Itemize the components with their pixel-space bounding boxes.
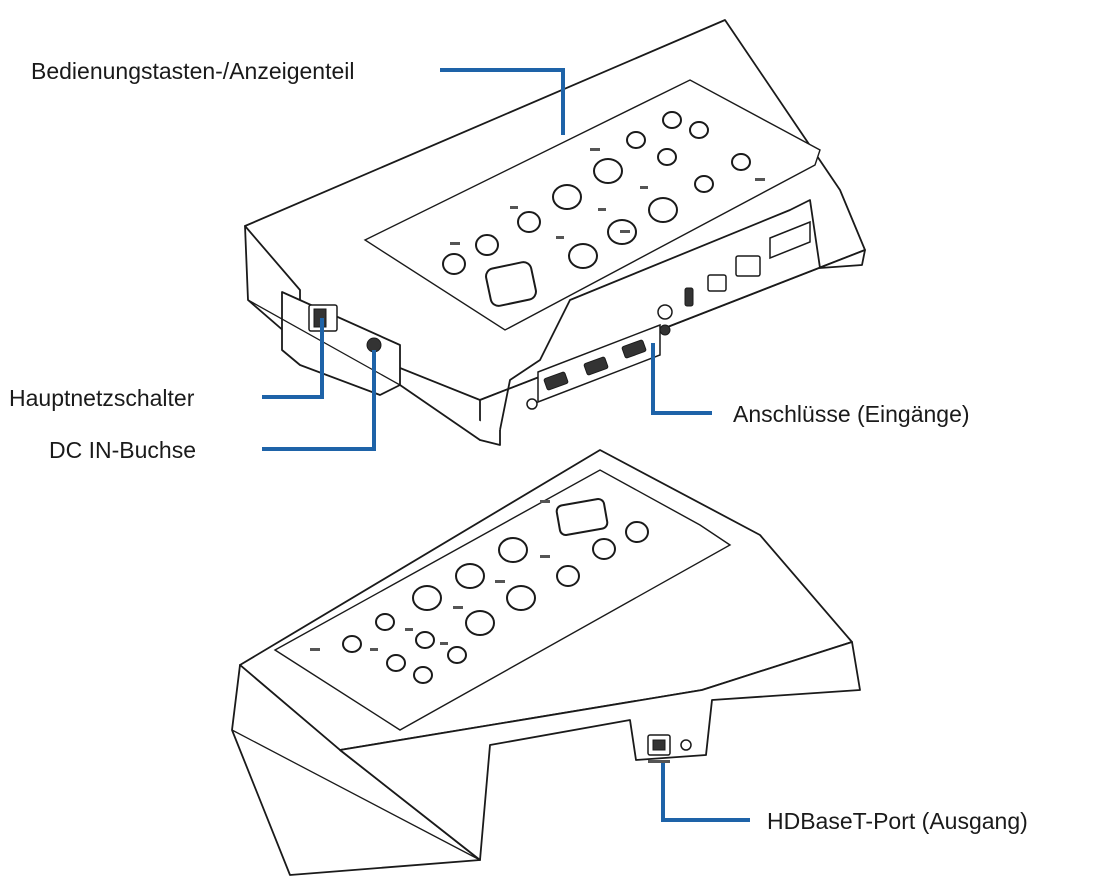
bottom-unit-front-face <box>231 664 481 876</box>
leader-lines <box>262 68 750 822</box>
leader-dc-in-jack <box>262 350 376 451</box>
bottom-unit-side-face <box>339 641 861 861</box>
top-unit-control-panel-area <box>363 79 821 331</box>
bottom-unit-buttons <box>342 498 649 684</box>
top-unit-input-connectors <box>526 220 811 410</box>
label-control-panel: Bedienungstasten-/Anzeigenteil <box>31 58 355 84</box>
top-unit-panel-markings <box>450 148 765 245</box>
label-dc-in-jack: DC IN-Buchse <box>49 437 196 463</box>
leader-main-power-switch <box>262 318 324 399</box>
leader-hdbaset-port <box>661 763 750 822</box>
label-input-connectors: Anschlüsse (Eingänge) <box>733 401 970 427</box>
leader-input-connectors <box>651 343 712 415</box>
bottom-unit-panel-markings <box>310 500 550 651</box>
top-unit <box>244 19 866 446</box>
top-unit-buttons <box>442 111 751 307</box>
leader-control-panel <box>440 68 565 135</box>
label-main-power-switch: Hauptnetzschalter <box>9 385 195 411</box>
label-hdbaset-port: HDBaseT-Port (Ausgang) <box>767 808 1028 834</box>
top-unit-base-edge <box>399 384 501 446</box>
dc-in-jack-graphic <box>366 337 382 353</box>
bottom-unit <box>231 449 861 876</box>
